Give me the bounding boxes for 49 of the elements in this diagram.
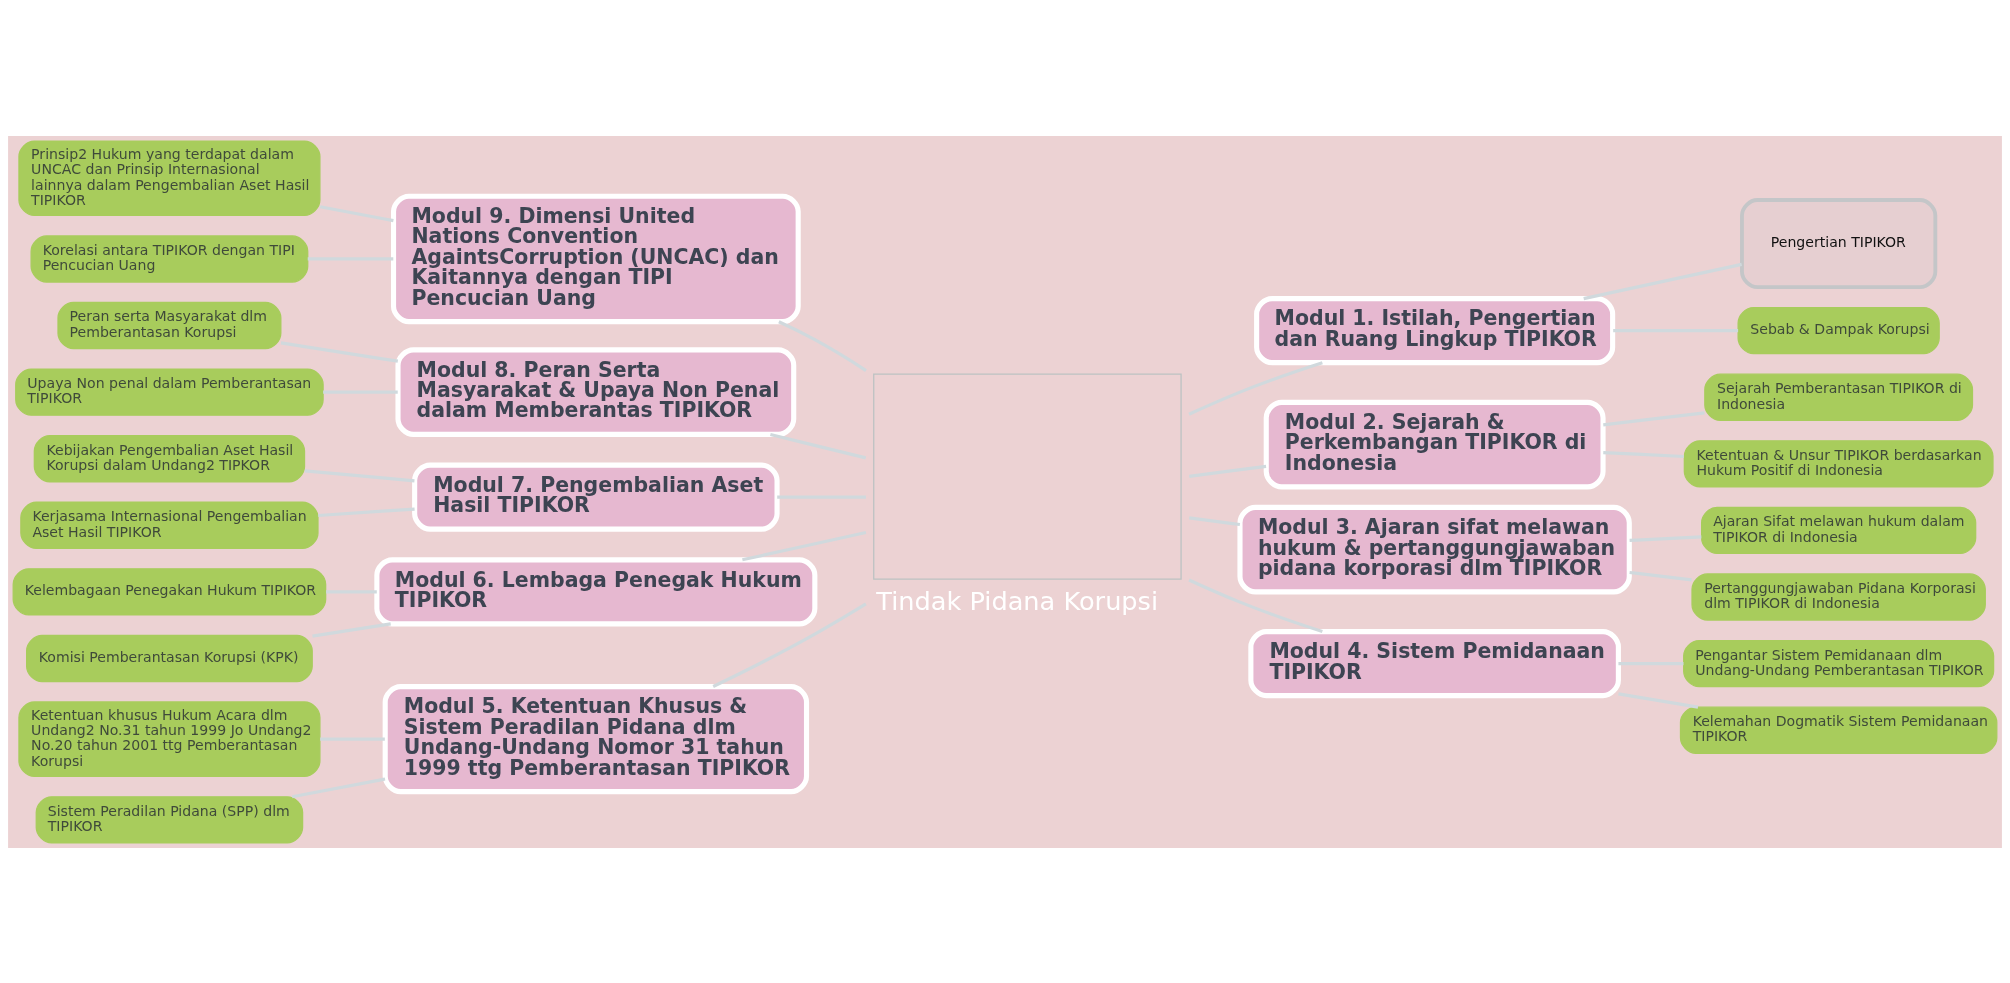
connector [312, 621, 391, 638]
connector [304, 468, 415, 482]
connector [1629, 570, 1692, 581]
node-box: Modul 3. Ajaran sifat melawan hukum & pertanggungjawaban pidana korporasi dlm TIPIKOR [1237, 504, 1632, 594]
connector [1189, 515, 1241, 526]
connector [712, 602, 867, 688]
connector [770, 432, 867, 459]
node-box: Peran serta Masyarakat dlm Pemberantasan Korupsi [57, 301, 282, 349]
node-box: Sebab & Dampak Korupsi [1737, 306, 1940, 354]
connector [778, 319, 867, 372]
node-box: Pertanggungjawaban Pidana Korporasi dlm TIPIKOR di Indonesia [1691, 572, 1986, 621]
connector [1188, 578, 1323, 633]
connector [1603, 410, 1705, 426]
connector [280, 340, 399, 363]
node-box: Upaya Non penal dalam Pemberantasan TIPIKOR [15, 367, 324, 416]
node-box: Sejarah Pemberantasan TIPIKOR di Indonesia [1704, 373, 1974, 421]
node-box: Pengertian TIPIKOR [1740, 197, 1938, 289]
node-box: Kerjasama Internasional Pengembalian Aset Hasil TIPIKOR [20, 501, 319, 549]
node-box: Modul 1. Istilah, Pengertian dan Ruang Lingkup TIPIKOR [1254, 295, 1616, 365]
connector [307, 256, 394, 261]
node-box: Ketentuan khusus Hukum Acara dlm Undang2 No.31 tahun 1999 Jo Undang2 No.20 tahun 2001 ttg Pemberantasan Korupsi [18, 700, 321, 777]
connector [1629, 534, 1702, 542]
connector [318, 507, 415, 517]
node-box: Modul 9. Dimensi United Nations Convention AgaintsCorruption (UNCAC) dan Kaitannya dengan TIPI Pencucian Uang [390, 193, 801, 324]
node-box: Kebijakan Pengembalian Aset Hasil Korupsi dalam Undang2 TIPKOR [33, 434, 306, 482]
node-box: Ketentuan & Unsur TIPIKOR berdasarkan Hukum Positif di Indonesia [1683, 439, 1994, 487]
connector [742, 530, 867, 561]
node-box: Prinsip2 Hukum yang terdapat dalam UNCAC dan Prinsip Internasional lainnya dalam Pengembalian Aset Hasil TIPIKOR [18, 140, 321, 216]
node-box: Korelasi antara TIPIKOR dengan TIPI Pencucian Uang [30, 234, 309, 283]
node-box: Modul 4. Sistem Pemidanaan TIPIKOR [1248, 628, 1621, 698]
node-box: Modul 2. Sejarah & Perkembangan TIPIKOR di Indonesia [1263, 399, 1606, 489]
node-box: Ajaran Sifat melawan hukum dalam TIPIKOR di Indonesia [1701, 506, 1977, 554]
connector [1603, 450, 1684, 458]
connector [291, 776, 386, 798]
connector [319, 204, 394, 222]
connector [1189, 464, 1267, 478]
node-box: Modul 6. Lembaga Penegak Hukum TIPIKOR [374, 556, 818, 626]
connector [1188, 360, 1323, 416]
node-box: Komisi Pemberantasan Korupsi (KPK) [26, 634, 313, 682]
connector [1618, 691, 1699, 709]
node-box: Kelemahan Dogmatik Sistem Pemidanaan TIPIKOR [1679, 706, 1998, 754]
connector [1583, 262, 1743, 300]
node-box: Modul 5. Ketentuan Khusus & Sistem Peradilan Pidana dlm Undang-Undang Nomor 31 tahun 1999 ttg Pemberantasan TIPIKOR [382, 683, 810, 794]
node-box [873, 373, 1182, 580]
node-box: Modul 8. Peran Serta Masyarakat & Upaya Non Penal dalam Memberantas TIPIKOR [395, 346, 797, 437]
node-box: Modul 7. Pengembalian Aset Hasil TIPIKOR [412, 462, 780, 532]
node-box: Sistem Peradilan Pidana (SPP) dlm TIPIKOR [35, 795, 304, 843]
node-box: Kelembagaan Penegakan Hukum TIPIKOR [12, 567, 327, 616]
node-box: Pengantar Sistem Pemidanaan dlm Undang-Undang Pemberantasan TIPIKOR [1683, 639, 1995, 687]
